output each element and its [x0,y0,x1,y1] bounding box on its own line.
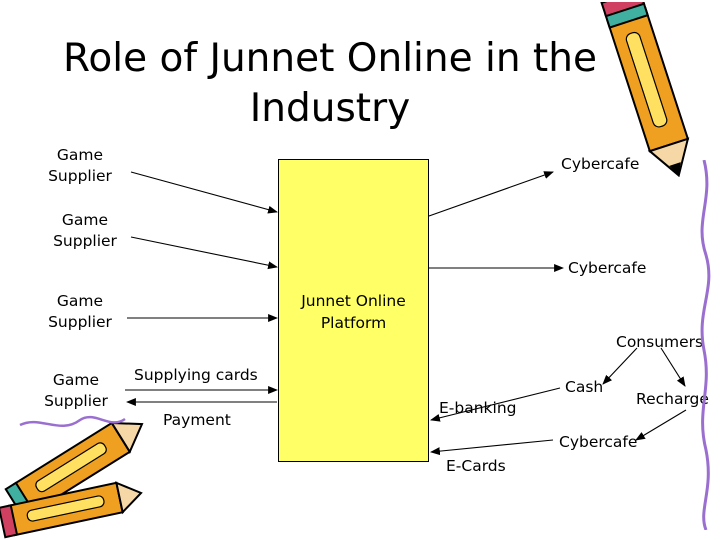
arrow-supplier-1-to-platform [130,171,278,214]
pencil-squiggle-icon [700,160,711,530]
cybercafe-label-1: Cybercafe [561,155,640,173]
ecards-label: E-Cards [446,457,506,475]
cybercafe-label-2: Cybercafe [568,259,647,277]
payment-label: Payment [163,411,231,429]
recharge-label: Recharge [636,390,709,408]
game-supplier-4: Game Supplier [44,371,108,410]
consumers-label: Consumers [616,333,704,351]
arrow-cybercafe-to-platform [430,439,554,456]
arrow-consumers-to-recharge [660,347,686,387]
game-supplier-1: Game Supplier [48,146,112,185]
game-supplier-3: Game Supplier [48,292,112,331]
page-title: Role of Junnet Online in the Industry [63,36,597,131]
arrow-cash-to-platform [430,387,561,422]
pencil-icon [600,2,690,177]
supplying-cards-label: Supplying cards [134,366,258,384]
cash-label: Cash [565,378,604,396]
arrow-recharge-to-cybercafe [635,409,687,441]
arrow-platform-to-cybercafe-1 [428,171,554,217]
game-supplier-2: Game Supplier [53,211,117,250]
platform-label: Junnet Online Platform [301,292,406,332]
arrow-supplier-2-to-platform [130,236,278,270]
junnet-online-platform-box: Junnet Online Platform [278,159,429,462]
cybercafe-label-3: Cybercafe [559,433,638,451]
pencils-cluster-icon [0,415,144,539]
arrow-consumers-to-cash [602,347,638,385]
